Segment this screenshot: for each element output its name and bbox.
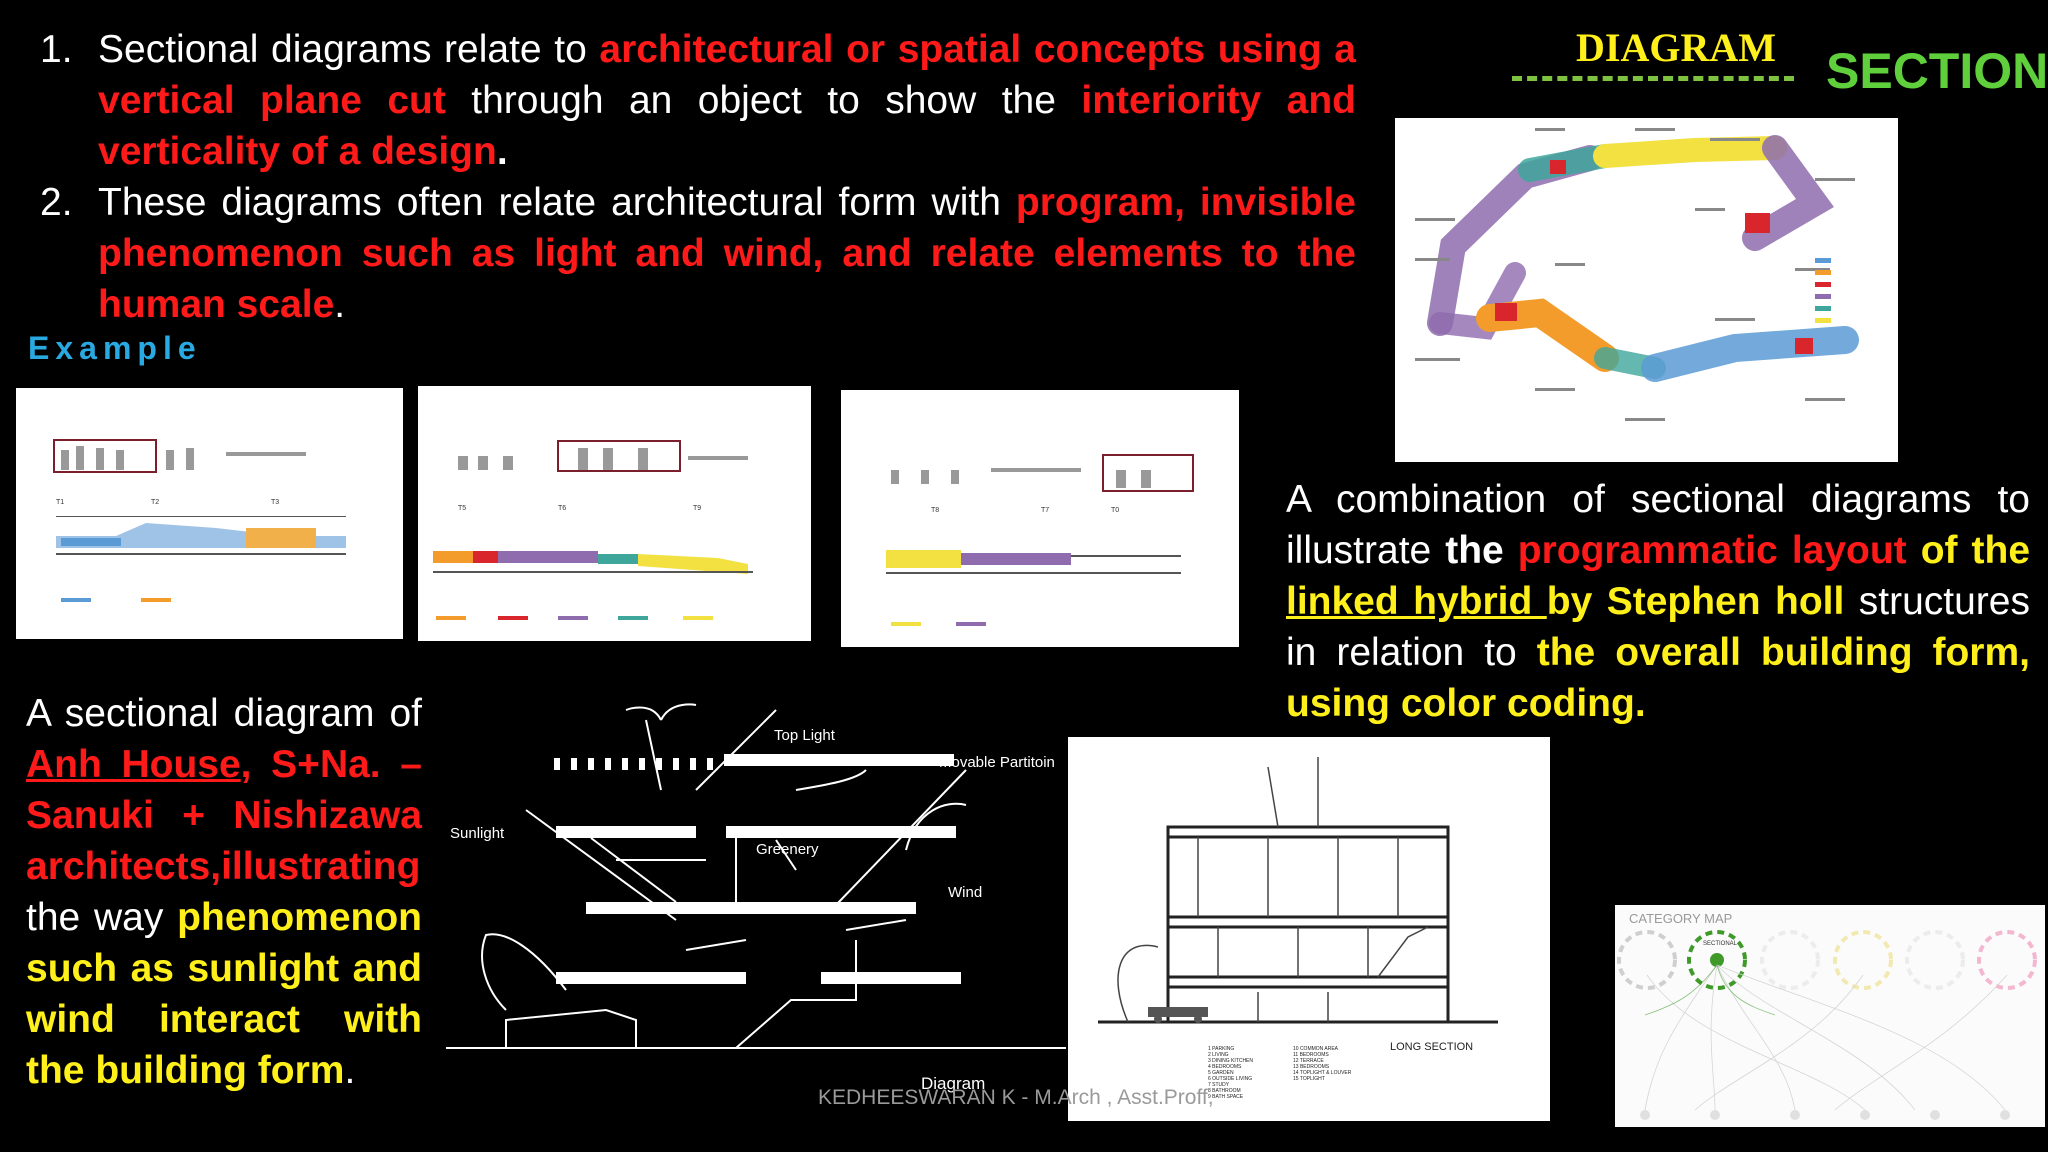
- legend-item: 4 BEDROOMS: [1208, 1064, 1242, 1070]
- point-text: Sectional diagrams relate to architectur…: [98, 28, 1356, 173]
- legend-item: 15 TOPLIGHT: [1293, 1076, 1325, 1082]
- example-section-panel-1: T1 T2 T3: [16, 388, 403, 639]
- legend-item: 8 BATHROOM: [1208, 1088, 1241, 1094]
- panel-tag: T6: [558, 505, 566, 512]
- panel-tag: T5: [458, 505, 466, 512]
- text-run: , S+Na. – Sanuki + Nishizawa architects,…: [26, 743, 422, 888]
- text-run: the overall building form, using color c…: [1286, 631, 2030, 725]
- legend-item: 3 DINING KITCHEN: [1208, 1058, 1253, 1064]
- diagram-caption: Diagram: [921, 1074, 986, 1093]
- point-item: 1. Sectional diagrams relate to architec…: [40, 24, 1356, 177]
- text-run: structures in relation to: [1286, 580, 2030, 674]
- point-item: 2. These diagrams often relate architect…: [40, 177, 1356, 330]
- point-text: These diagrams often relate architectura…: [98, 181, 1356, 326]
- panel-tag: T0: [1111, 507, 1119, 514]
- legend-item: 10 COMMON AREA: [1293, 1046, 1339, 1052]
- sketch-label-top-light: Top Light: [774, 727, 836, 744]
- sketch-label-movable-partition: Movable Partitoin: [939, 754, 1055, 771]
- text-run: interiority and verticality of a design: [98, 79, 1356, 173]
- section-heading: SECTION: [1826, 43, 2048, 99]
- sketch-label-sunlight: Sunlight: [450, 825, 505, 842]
- text-run: through an object to show the: [445, 79, 1082, 122]
- legend-item: 14 TOPLIGHT & LOUVER: [1293, 1070, 1352, 1076]
- text-run: These diagrams often relate architectura…: [98, 181, 1016, 224]
- panel-tag: T7: [1041, 507, 1049, 514]
- category-map-title: CATEGORY MAP: [1629, 911, 1732, 926]
- diagram-heading: DIAGRAM: [1576, 25, 1776, 70]
- anh-house-long-section: LONG SECTION 1 PARKING 2 LIVING 3 DINING…: [1068, 737, 1550, 1121]
- point-number: 2.: [40, 181, 73, 224]
- panel-tag: T9: [693, 505, 701, 512]
- panel-tag: T2: [151, 499, 159, 506]
- anh-house-caption: A sectional diagram of Anh House, S+Na. …: [26, 688, 422, 1096]
- category-active-label: SECTIONAL: [1703, 941, 1738, 947]
- text-run: A sectional diagram of: [26, 692, 422, 735]
- legend-item: 6 OUTSIDE LIVING: [1208, 1076, 1252, 1082]
- text-run: .: [344, 1049, 356, 1092]
- long-section-label: LONG SECTION: [1390, 1041, 1473, 1053]
- legend-item: 11 BEDROOMS: [1293, 1052, 1329, 1058]
- text-run: .: [334, 283, 346, 326]
- legend-item: 9 BATH SPACE: [1208, 1094, 1244, 1100]
- text-run: the way: [26, 896, 178, 939]
- legend-item: 5 GARDEN: [1208, 1070, 1234, 1076]
- legend-item: 2 LIVING: [1208, 1052, 1229, 1058]
- legend-item: 13 BEDROOMS: [1293, 1064, 1330, 1070]
- point-number: 1.: [40, 28, 73, 71]
- text-run: Anh House: [26, 743, 241, 786]
- footer-credit: KEDHEESWARAN K - M.Arch , Asst.Proff,: [818, 1086, 1214, 1109]
- text-run: program, invisible phenomenon such as li…: [98, 181, 1356, 326]
- dashed-divider: [1512, 76, 1794, 81]
- panel-tag: T1: [56, 499, 64, 506]
- legend-item: 1 PARKING: [1208, 1046, 1234, 1052]
- example-section-panel-2: T5 T6 T9: [418, 386, 811, 641]
- text-run: Sectional diagrams relate to: [98, 28, 600, 71]
- text-run: of the: [1906, 529, 2031, 572]
- panel-tag: T3: [271, 499, 279, 506]
- text-run: linked hybrid: [1286, 580, 1547, 623]
- text-run: the: [1445, 529, 1518, 572]
- points-list: 1. Sectional diagrams relate to architec…: [40, 24, 1356, 330]
- text-run: programmatic layout: [1517, 529, 1907, 572]
- text-run: .: [496, 130, 508, 173]
- legend-item: 12 TERRACE: [1293, 1058, 1324, 1064]
- text-run: architectural or spatial concepts using …: [98, 28, 1356, 122]
- sketch-label-greenery: Greenery: [756, 841, 819, 858]
- panel-tag: T8: [931, 507, 939, 514]
- text-run: A combination of sectional diagrams to i…: [1286, 478, 2030, 572]
- text-run: by Stephen holl: [1546, 580, 1845, 623]
- sketch-label-wind: Wind: [948, 884, 982, 901]
- anh-house-sketch: Top Light Movable Partitoin Sunlight Gre…: [446, 690, 1066, 1080]
- example-section-panel-3: T8 T7 T0: [841, 390, 1239, 647]
- text-run: phenomenon such as sunlight and wind int…: [26, 896, 422, 1092]
- legend-item: 7 STUDY: [1208, 1082, 1230, 1088]
- linked-hybrid-caption: A combination of sectional diagrams to i…: [1286, 474, 2030, 729]
- category-map-thumbnail: CATEGORY MAP SECTIONAL: [1615, 905, 2045, 1127]
- linked-hybrid-plan-image: [1395, 118, 1898, 462]
- example-label: Example: [28, 330, 202, 366]
